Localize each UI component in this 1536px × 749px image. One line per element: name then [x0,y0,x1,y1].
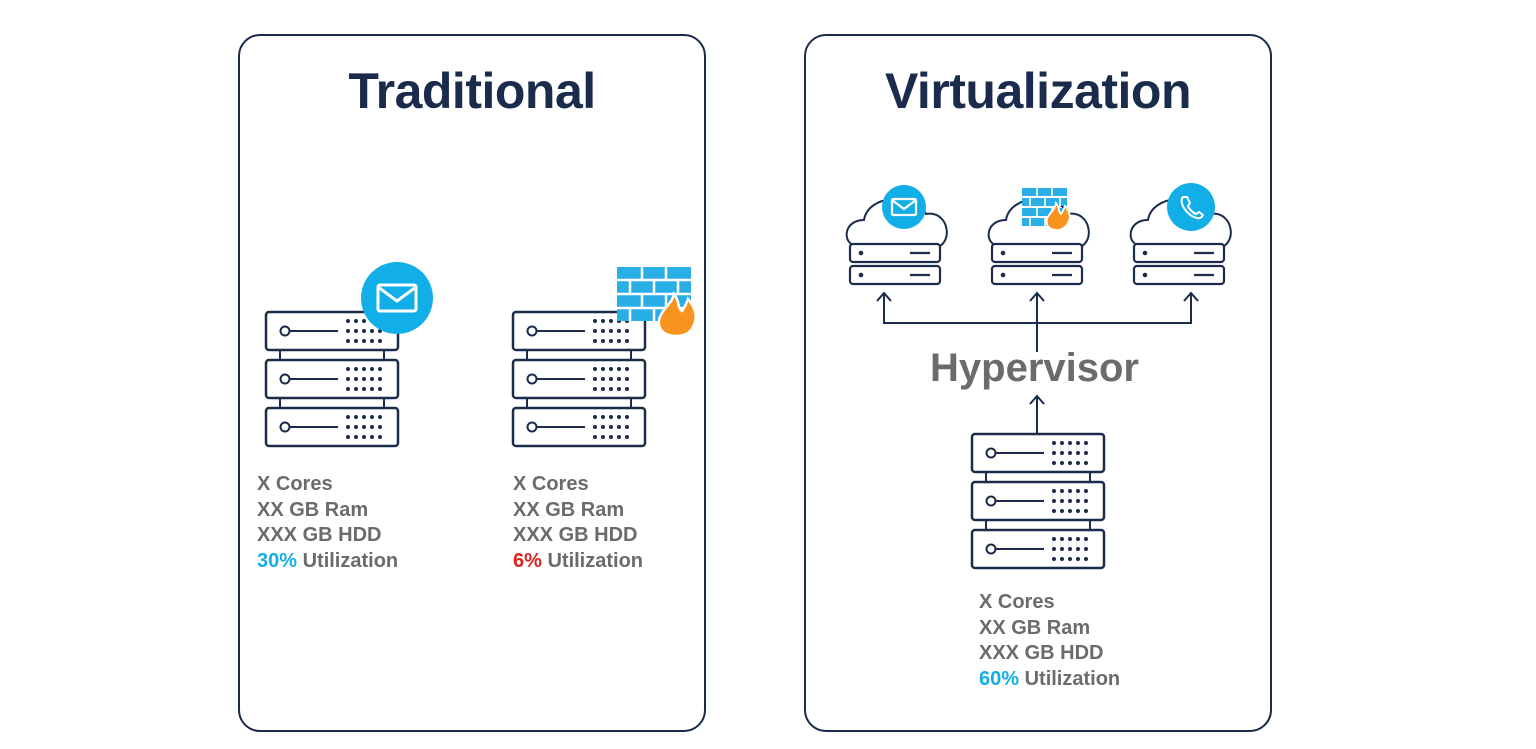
firewall-icon [617,267,697,338]
ram-text: XX GB Ram [979,616,1091,639]
server-rack-mail [266,312,398,446]
utilization-text: 6% Utilization [513,549,643,575]
host-server-rack [972,434,1104,568]
utilization-value: 30% [257,549,298,572]
virtualization-panel: Virtualization [804,34,1272,732]
firewall-icon [1022,188,1071,231]
utilization-label: Utilization [297,549,399,572]
traditional-title: Traditional [348,63,596,119]
hdd-text: XXX GB HDD [513,524,638,546]
ram-text: XX GB Ram [513,498,625,521]
hdd-text: XXX GB HDD [257,524,382,546]
hdd-text: XXX GB HDD [979,642,1104,664]
utilization-label: Utilization [541,549,644,572]
cores-text: X Cores [257,473,333,495]
ram-text: XX GB Ram [257,498,369,521]
utilization-text: 30% Utilization [257,549,398,575]
mail-icon [882,185,926,229]
cores-text: X Cores [513,473,589,495]
cores-text: X Cores [979,591,1055,613]
server-specs-mail: X Cores XX GB Ram XXX GB HDD 30% Utiliza… [257,472,398,574]
host-specs: X Cores XX GB Ram XXX GB HDD 60% Utiliza… [979,590,1120,692]
mail-icon [361,262,433,334]
server-specs-firewall: X Cores XX GB Ram XXX GB HDD 6% Utilizat… [513,472,643,574]
utilization-label: Utilization [1019,667,1121,690]
utilization-value: 60% [979,667,1020,690]
server-rack-firewall [513,312,645,446]
hypervisor-connectors [876,291,1199,434]
phone-icon [1167,183,1215,231]
hypervisor-label: Hypervisor [930,346,1139,390]
utilization-value: 6% [513,549,542,572]
utilization-text: 60% Utilization [979,667,1120,693]
virtualization-title: Virtualization [884,63,1192,119]
